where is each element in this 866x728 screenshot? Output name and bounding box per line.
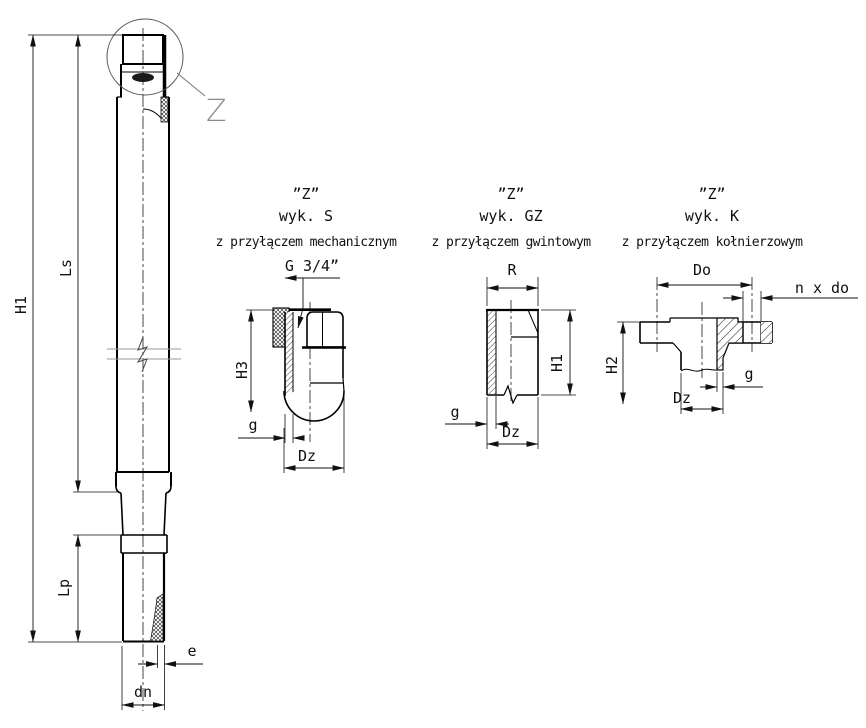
h1-label: H1 (12, 296, 30, 314)
detail-marker-label: Z (206, 94, 227, 129)
dn-label: dn (134, 683, 152, 701)
nxdo-label: n x do (795, 279, 849, 297)
detail-k: ”Z” wyk. K z przyłączem kołnierzowym Do … (603, 185, 858, 414)
flange-section-hatched (716, 317, 744, 371)
break-zigzag (136, 336, 149, 373)
thread-r-label: R (507, 261, 517, 279)
detail-k-title: ”Z” (698, 185, 725, 203)
bottom-coupling (115, 471, 172, 643)
detail-s: ”Z” wyk. S z przyłączem mechanicznym G 3… (216, 185, 398, 473)
g-s-label: g (248, 416, 257, 434)
lower-wall-section (150, 593, 164, 642)
gz-wall-section (487, 311, 496, 394)
dz-k-label: Dz (673, 389, 691, 407)
hex-nut (306, 311, 344, 348)
ls-label: Ls (57, 259, 75, 277)
ball-end (283, 390, 345, 422)
flange-rim-section (761, 322, 772, 343)
dz-gz-label: Dz (502, 423, 520, 441)
g-k-label: g (744, 365, 753, 383)
g-gz-label: g (450, 403, 459, 421)
detail-k-subtitle: z przyłączem kołnierzowym (622, 235, 803, 250)
dz-s-label: Dz (298, 447, 316, 465)
lp-label: Lp (55, 579, 73, 597)
thread-g34-label: G 3/4” (285, 257, 339, 275)
tube-wall-section (285, 312, 293, 396)
detail-s-variant: wyk. S (279, 207, 333, 225)
pipe-wall-section (160, 96, 169, 123)
inner-pipe-end-curve (142, 108, 162, 119)
detail-circle-z (106, 18, 184, 96)
h1-gz-label: H1 (548, 354, 566, 372)
gz-break-zigzag (503, 384, 518, 405)
pipe-break-symbol (107, 336, 181, 373)
detail-gz-subtitle: z przyłączem gwintowym (432, 235, 592, 250)
detail-gz: ”Z” wyk. GZ z przyłączem gwintowym R H1 … (432, 185, 592, 449)
thread-chamfer (527, 309, 539, 334)
detail-k-variant: wyk. K (685, 207, 739, 225)
seal-gasket (132, 73, 154, 82)
do-label: Do (693, 261, 711, 279)
main-assembly-view: Z (12, 18, 227, 711)
h3-label: H3 (233, 361, 251, 379)
detail-s-title: ”Z” (292, 185, 319, 203)
detail-gz-variant: wyk. GZ (479, 207, 542, 225)
detail-gz-title: ”Z” (497, 185, 524, 203)
flange-body (639, 317, 773, 372)
pipe-body (116, 97, 170, 472)
e-label: e (187, 642, 196, 660)
h2-label: H2 (603, 356, 621, 374)
detail-leader-line (176, 72, 206, 97)
main-view-dimensions: H1 Ls Lp e dn (12, 34, 203, 710)
thread-leader (297, 278, 304, 329)
detail-s-subtitle: z przyłączem mechanicznym (216, 235, 397, 250)
